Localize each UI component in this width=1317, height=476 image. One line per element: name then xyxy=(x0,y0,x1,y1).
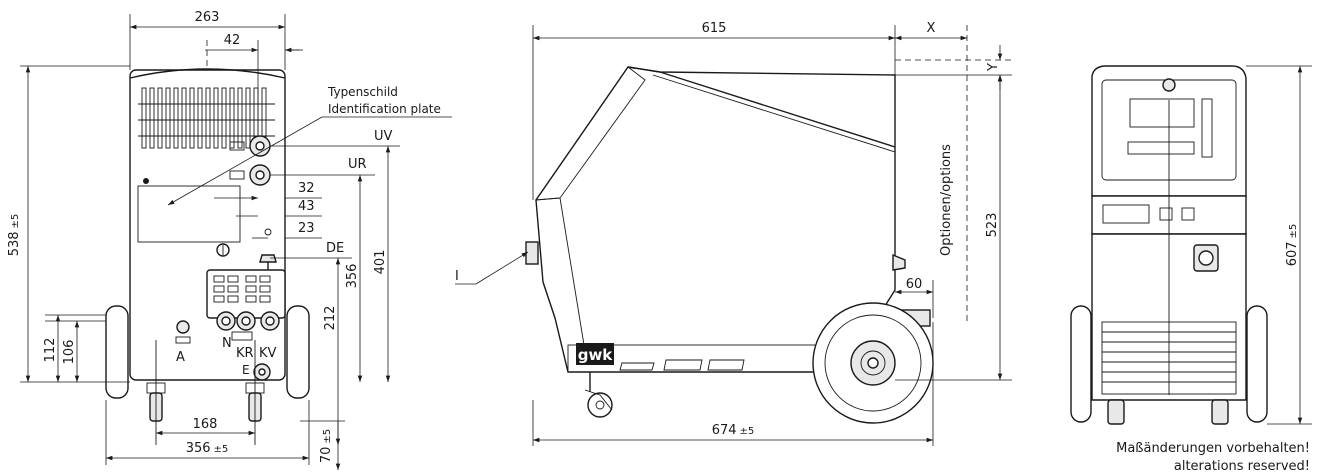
a-connector xyxy=(176,320,190,334)
type-plate xyxy=(137,185,241,243)
dim-356-track: 356±5 xyxy=(186,441,229,456)
front-valve xyxy=(525,241,539,265)
knob-icon xyxy=(216,243,230,257)
dim-x: X xyxy=(927,21,936,36)
dim-43: 43 xyxy=(298,199,315,214)
note-line-de: Maßänderungen vorbehalten! xyxy=(1116,441,1310,456)
dim-106: 106 xyxy=(62,340,77,365)
alteration-note: Maßänderungen vorbehalten! alterations r… xyxy=(1116,441,1310,474)
rear-left-wheel xyxy=(1070,305,1092,423)
plate-label-en: Identification plate xyxy=(328,102,441,116)
dim-356-vertical: 356 xyxy=(345,264,360,289)
rear-dimensions: 607±5 xyxy=(1246,65,1312,425)
dim-23: 23 xyxy=(298,221,315,236)
rear-view xyxy=(1070,65,1268,425)
plate-label-de: Typenschild xyxy=(327,85,398,99)
dim-60: 60 xyxy=(906,277,923,292)
gwk-logo: gwk xyxy=(578,346,614,364)
dim-168: 168 xyxy=(193,417,218,432)
label-e: E xyxy=(242,363,250,377)
rear-display xyxy=(1129,98,1195,128)
left-wheel xyxy=(105,305,129,399)
dim-401: 401 xyxy=(373,250,388,275)
dim-212: 212 xyxy=(323,306,338,331)
note-line-en: alterations reserved! xyxy=(1174,459,1310,474)
rear-connector xyxy=(1102,204,1150,224)
rear-caster-right xyxy=(1211,399,1229,425)
dim-y: Y xyxy=(986,63,1001,72)
label-ur: UR xyxy=(348,157,367,172)
right-wheel xyxy=(286,305,310,399)
dim-538: 538±5 xyxy=(7,214,22,257)
label-de: DE xyxy=(326,241,344,256)
rear-cap xyxy=(1162,78,1176,92)
front-view xyxy=(105,40,310,445)
dim-70: 70±5 xyxy=(319,429,334,463)
front-dimensions: 263 42 538±5 Typenschild Identification … xyxy=(7,10,452,470)
label-kv: KV xyxy=(259,346,277,361)
dim-32: 32 xyxy=(298,181,315,196)
dim-607: 607±5 xyxy=(1285,224,1300,267)
label-kr: KR xyxy=(236,346,254,361)
de-valve xyxy=(259,254,277,263)
dim-263: 263 xyxy=(195,10,220,25)
label-uv: UV xyxy=(374,129,393,144)
dim-523: 523 xyxy=(985,213,1000,238)
rear-caster-left xyxy=(1107,399,1125,425)
side-view: gwk xyxy=(525,66,934,424)
dim-615: 615 xyxy=(702,21,727,36)
dim-112: 112 xyxy=(43,338,58,363)
side-caster xyxy=(584,372,613,418)
callout-i: I xyxy=(455,269,459,284)
side-dimensions: 615 X Y Optionen/options 523 60 674±5 I xyxy=(455,21,1012,446)
dim-42: 42 xyxy=(224,33,241,48)
label-a: A xyxy=(176,350,185,365)
gwk-logo-plate xyxy=(576,343,614,365)
label-n: N xyxy=(222,336,232,351)
rear-right-wheel xyxy=(1246,305,1268,423)
options-label: Optionen/options xyxy=(939,144,954,256)
dim-674: 674±5 xyxy=(712,423,755,438)
